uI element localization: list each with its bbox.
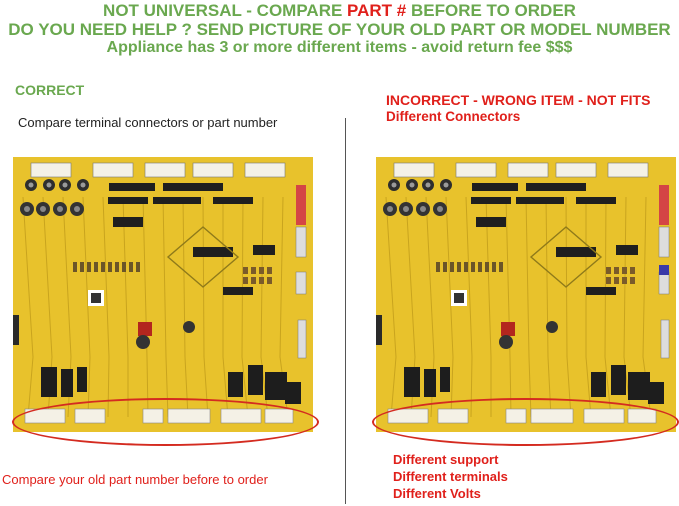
header-line-3: Appliance has 3 or more different items … (106, 39, 573, 56)
difference-terminals: Different terminals (393, 469, 508, 484)
compare-terminal-text: Compare terminal connectors or part numb… (18, 115, 278, 130)
header-line-1-post: BEFORE TO ORDER (406, 1, 576, 20)
connector-highlight-right (372, 398, 679, 446)
header-part-number: PART # (347, 1, 407, 20)
correct-board-image (13, 157, 313, 432)
compare-old-part-text: Compare your old part number before to o… (2, 472, 268, 487)
difference-support: Different support (393, 452, 499, 467)
different-connectors-text: Different Connectors (386, 109, 521, 124)
incorrect-board-image (376, 157, 676, 432)
incorrect-title: INCORRECT - WRONG ITEM - NOT FITS (386, 92, 651, 108)
header-line-1: NOT UNIVERSAL - COMPARE PART # BEFORE TO… (0, 1, 679, 21)
connector-highlight-left (12, 398, 319, 446)
correct-title: CORRECT (15, 82, 85, 98)
differences-list: Different support Different terminals Di… (393, 451, 508, 502)
difference-volts: Different Volts (393, 486, 481, 501)
header-line-2: DO YOU NEED HELP ? SEND PICTURE OF YOUR … (8, 20, 671, 39)
header-line-1-pre: NOT UNIVERSAL - COMPARE (103, 1, 348, 20)
divider-line (345, 118, 346, 504)
